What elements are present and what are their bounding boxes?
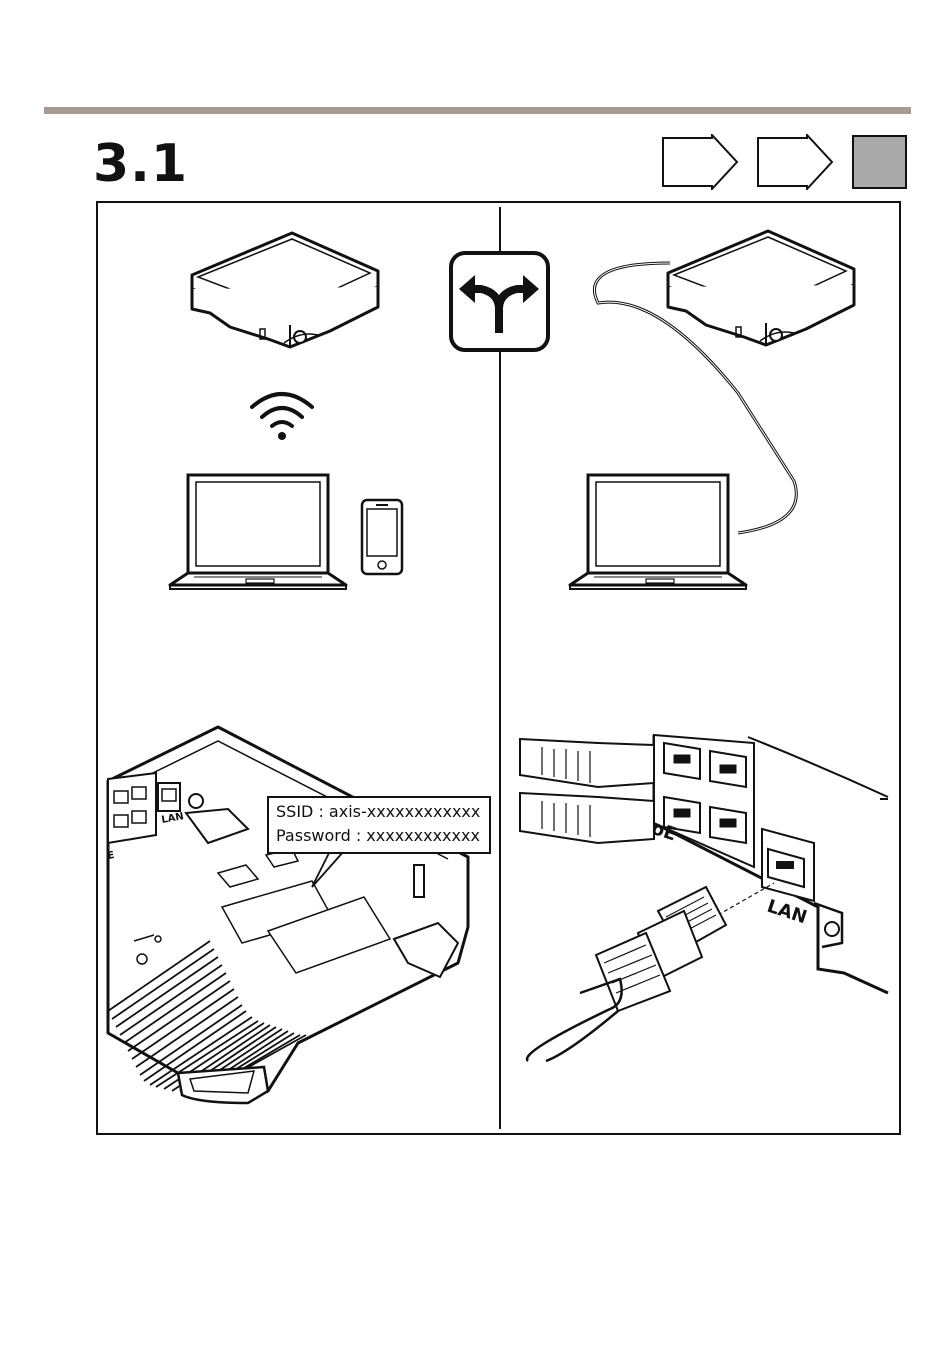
section-number: 3.1 [93, 134, 188, 194]
ssid-text: SSID : axis-xxxxxxxxxxxx [276, 802, 480, 821]
recorder-hub-wireless [192, 233, 378, 347]
smartphone [362, 500, 402, 574]
step-1-arrow [663, 135, 737, 189]
laptop-wireless [170, 475, 346, 589]
laptop-wired [570, 475, 746, 589]
step-2-arrow [758, 135, 832, 189]
password-text: Password : xxxxxxxxxxxx [276, 826, 480, 845]
wifi-icon [252, 394, 312, 440]
step-3-current [853, 136, 906, 188]
recorder-hub-wired [668, 231, 854, 345]
device-ports-closeup: PoE LAN [520, 735, 888, 1061]
illustration-frame: E LAN SSID : axis-xxxxxxxxxx [96, 201, 901, 1135]
rj45-plug [527, 887, 726, 1061]
device-underside: E LAN [107, 727, 468, 1103]
header-divider [44, 107, 911, 114]
poe-cables [520, 739, 654, 843]
setup-illustration: E LAN SSID : axis-xxxxxxxxxx [98, 203, 899, 1133]
split-arrow-icon [451, 253, 548, 350]
step-progress-indicator [662, 134, 908, 190]
